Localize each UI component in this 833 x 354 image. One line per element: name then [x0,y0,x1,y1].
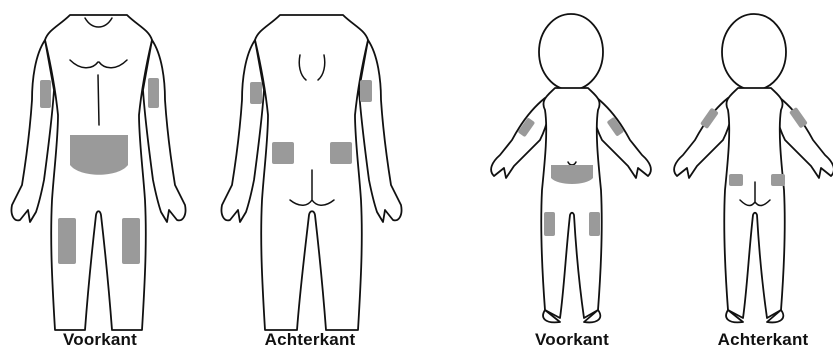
adult-front-label: Voorkant [63,330,137,350]
adult-back-site-right-buttock [330,142,352,164]
child-front-site-abdomen [551,165,593,184]
adult-back-right-arm [359,40,402,222]
child-back-right-arm [775,98,833,178]
child-front-label: Voorkant [535,330,609,350]
child-back-figure [674,14,833,322]
child-back-label: Achterkant [718,330,809,350]
adult-back-left-arm [221,40,264,222]
adult-front-site-right-thigh [122,218,140,264]
adult-front-left-arm [11,40,54,222]
adult-back-site-right-upper-arm [360,80,372,102]
child-back-site-left-buttock [729,174,743,186]
child-back-head [722,14,786,90]
adult-front-right-arm [143,40,186,222]
adult-back-figure [221,15,401,330]
child-front-left-arm [491,98,550,178]
adult-front-site-abdomen [70,135,128,175]
adult-front-site-right-upper-arm [148,78,159,108]
child-front-site-right-thigh [589,212,600,236]
child-front-body [541,88,602,318]
adult-front-abdomen [98,75,99,125]
child-front-right-arm [592,98,651,178]
adult-front-site-left-upper-arm [40,80,51,108]
child-front-site-left-thigh [544,212,555,236]
adult-back-site-left-buttock [272,142,294,164]
child-back-left-arm [674,98,733,178]
child-back-site-right-buttock [771,174,785,186]
child-front-figure [491,14,651,322]
adult-front-figure [11,15,185,330]
adult-back-site-left-upper-arm [250,82,262,104]
child-front-head [539,14,603,90]
adult-back-label: Achterkant [265,330,356,350]
adult-front-site-left-thigh [58,218,76,264]
